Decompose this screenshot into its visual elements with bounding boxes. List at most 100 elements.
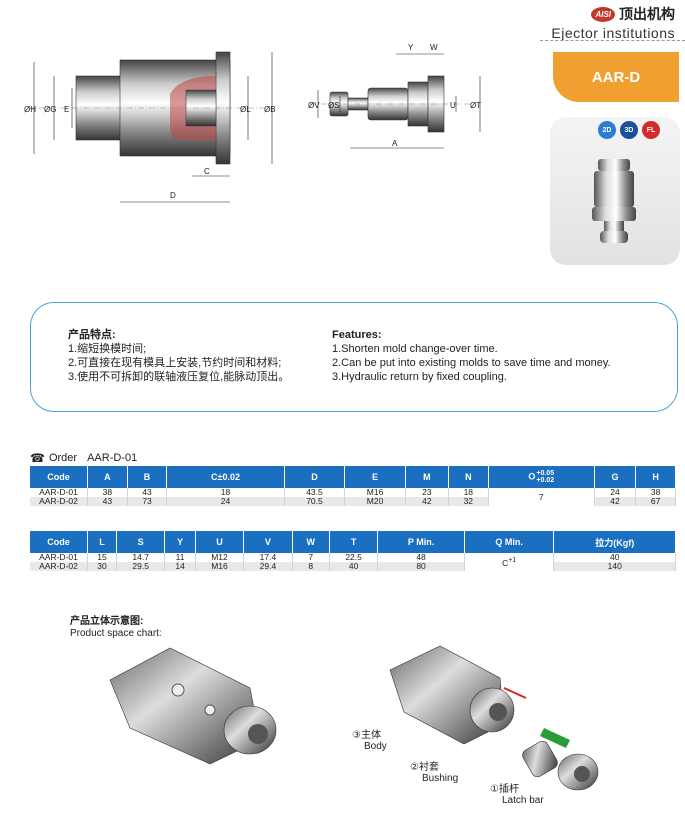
cell: 38 <box>88 488 128 497</box>
features-cn: 产品特点: 1.缩短换模时间; 2.可直接在现有模具上安装,节约时间和材料; 3… <box>68 328 289 384</box>
part-label-bushing: ②衬套 Bushing <box>410 762 459 784</box>
cell: 17.4 <box>244 553 293 562</box>
cell: 42 <box>405 497 449 506</box>
dim-label-s: ØS <box>328 101 340 110</box>
col-header: H <box>636 466 676 488</box>
cell: AAR-D-01 <box>30 553 88 562</box>
product-tab: AAR-D <box>553 52 679 102</box>
cell: 22.5 <box>329 553 379 562</box>
cell: M16 <box>195 562 245 571</box>
product-photo-card: 2D 3D FL <box>550 117 680 265</box>
badge-2d[interactable]: 2D <box>598 121 616 139</box>
dim-label-u: U <box>450 101 456 110</box>
table-row: AAR-D-02 43 73 24 70.5 M20 42 32 42 67 <box>30 497 676 506</box>
badge-fl[interactable]: FL <box>642 121 660 139</box>
spec-table-1: Code A B C±0.02 D E M N O+0.05+0.02 G H … <box>30 466 676 506</box>
part-label-body: ③主体 Body <box>352 730 387 752</box>
features-cn-item: 2.可直接在现有模具上安装,节约时间和材料; <box>68 357 282 369</box>
product-tab-label: AAR-D <box>591 68 641 86</box>
col-header: U <box>195 531 245 553</box>
features-en-item: 2.Can be put into existing molds to save… <box>332 357 611 369</box>
col-header: E <box>345 466 406 488</box>
order-code: AAR-D-01 <box>87 452 138 464</box>
col-header: Code <box>30 531 88 553</box>
dim-label-e: E <box>64 105 69 114</box>
features-cn-title: 产品特点: <box>68 329 116 341</box>
col-header: A <box>88 466 128 488</box>
dim-label-l: ØL <box>240 105 251 114</box>
table-row: AAR-D-01 15 14.7 11 M12 17.4 7 22.5 48 C… <box>30 553 676 571</box>
col-header: W <box>292 531 330 553</box>
cell: 40 <box>554 553 676 562</box>
col-header: M <box>405 466 449 488</box>
dim-label-h: ØH <box>24 105 36 114</box>
product-photo <box>592 159 636 243</box>
cell: 40 <box>329 562 379 571</box>
brand-cn-title: 顶出机构 <box>619 6 675 22</box>
features-en-item: 1.Shorten mold change-over time. <box>332 343 498 355</box>
cell: 11 <box>165 553 196 562</box>
cell: 14 <box>165 562 196 571</box>
table-row: AAR-D-02 30 29.5 14 M16 29.4 8 40 80 140 <box>30 562 676 571</box>
cell: AAR-D-02 <box>30 497 88 506</box>
product-chart-title: 产品立体示意图: Product space chart: <box>70 616 162 640</box>
features-en-item: 3.Hydraulic return by fixed coupling. <box>332 371 507 383</box>
cell: M16 <box>345 488 406 497</box>
cell: 38 <box>636 488 676 497</box>
cell: 70.5 <box>284 497 346 506</box>
cell: 24 <box>167 497 285 506</box>
cell: 48 <box>378 553 465 562</box>
col-header: Y <box>165 531 196 553</box>
dim-label-b: ØB <box>264 105 276 114</box>
brand-logo: AISI <box>591 6 615 22</box>
col-header: L <box>88 531 117 553</box>
cell: 43.5 <box>284 488 346 497</box>
spec-table-2: Code L S Y U V W T P Min. Q Min. 拉力(Kgf)… <box>30 531 676 571</box>
col-header: V <box>244 531 293 553</box>
dim-label-y: Y <box>408 43 414 52</box>
cell: 14.7 <box>116 553 166 562</box>
cell: 29.4 <box>244 562 293 571</box>
col-header: C±0.02 <box>167 466 285 488</box>
cell: 23 <box>405 488 449 497</box>
col-header: D <box>284 466 346 488</box>
col-header: G <box>594 466 637 488</box>
dim-label-a: A <box>392 139 398 148</box>
cell: 80 <box>378 562 465 571</box>
cell: 43 <box>88 497 128 506</box>
order-line: ☎ Order AAR-D-01 <box>30 451 137 465</box>
latch-bar-illustration <box>522 728 599 791</box>
badge-3d[interactable]: 3D <box>620 121 638 139</box>
green-arrow-icon <box>540 728 570 748</box>
col-header: N <box>448 466 489 488</box>
cell: AAR-D-02 <box>30 562 88 571</box>
cell-q: C+1 <box>464 553 555 571</box>
col-header: T <box>329 531 379 553</box>
table-header-row: Code A B C±0.02 D E M N O+0.05+0.02 G H <box>30 466 676 488</box>
divider <box>540 40 685 41</box>
cell: 18 <box>167 488 285 497</box>
chart-title-cn: 产品立体示意图: <box>70 616 144 627</box>
col-header: S <box>116 531 166 553</box>
cell: 42 <box>594 497 637 506</box>
red-arrow-icon <box>503 687 527 699</box>
brand: AISI 顶出机构 Ejector institutions <box>551 4 675 41</box>
dim-label-c: C <box>204 167 210 176</box>
phone-icon: ☎ <box>30 451 45 465</box>
cell: 43 <box>127 488 168 497</box>
brand-en-title: Ejector institutions <box>551 25 675 41</box>
assembly-illustration <box>109 647 277 765</box>
col-header-o: O+0.05+0.02 <box>488 466 595 488</box>
body-bushing-illustration <box>389 645 527 745</box>
cell: 15 <box>88 553 117 562</box>
cell: 67 <box>636 497 676 506</box>
dim-label-t: ØT <box>470 101 481 110</box>
features-en: Features: 1.Shorten mold change-over tim… <box>332 328 611 384</box>
cell: 29.5 <box>116 562 166 571</box>
col-header: Q Min. <box>464 531 555 553</box>
cell: 140 <box>554 562 676 571</box>
cell: 30 <box>88 562 117 571</box>
cell: 7 <box>488 488 595 506</box>
dim-label-g: ØG <box>44 105 56 114</box>
cell: 32 <box>448 497 489 506</box>
